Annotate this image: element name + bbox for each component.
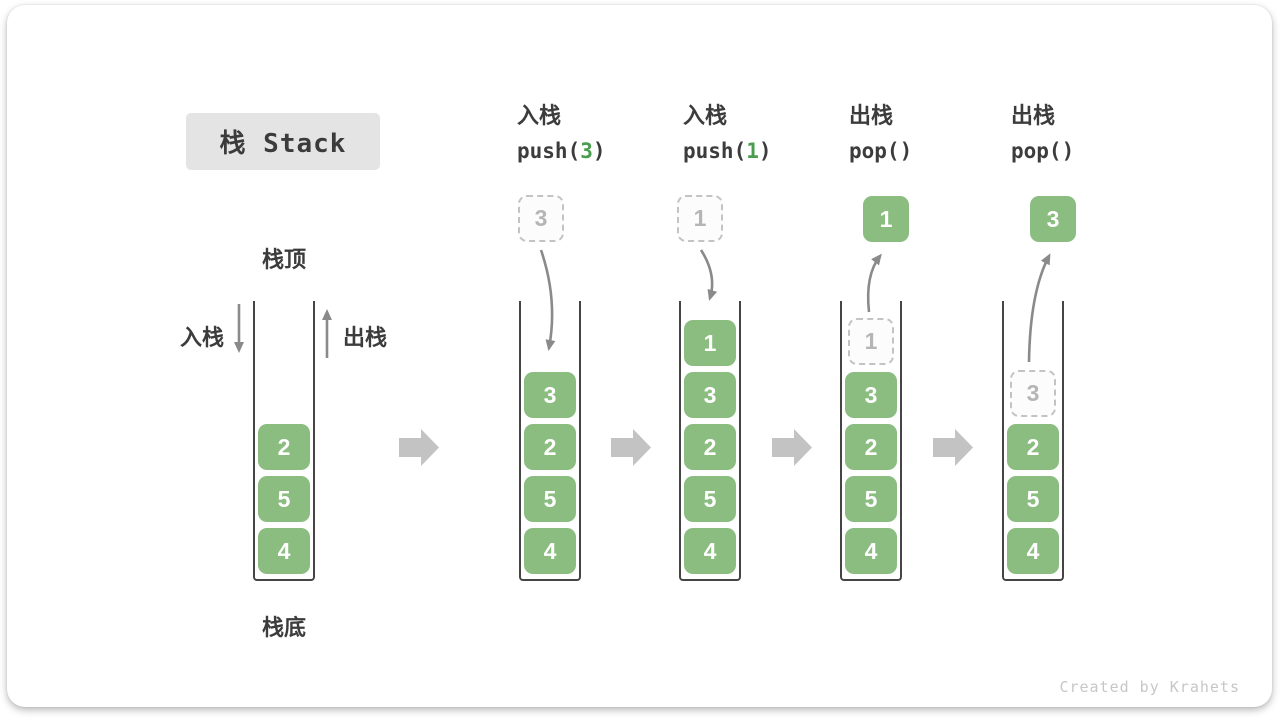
op-code-label: push(3)	[517, 139, 677, 163]
stack-cell: 1	[684, 320, 736, 366]
code-post: )	[592, 139, 606, 163]
op-cn-label: 出栈	[1011, 103, 1056, 128]
op-cn-label: 出栈	[849, 103, 894, 128]
stack-cell: 5	[258, 476, 310, 522]
op-label-pop-3: 出栈 pop()	[1011, 103, 1171, 163]
stack-container-pop-1	[840, 301, 902, 581]
stack-cell: 3	[845, 372, 897, 418]
step-arrow-icon	[611, 429, 651, 466]
stack-cell: 4	[845, 528, 897, 574]
op-code-label: push(1)	[683, 139, 843, 163]
pop-side-label: 出栈	[343, 325, 388, 350]
code-post: )	[899, 139, 913, 163]
watermark: Created by Krahets	[1059, 678, 1240, 696]
code-arg: 1	[746, 139, 759, 163]
stack-cell: 4	[684, 528, 736, 574]
op-label-push-3: 入栈 push(3)	[517, 103, 677, 163]
stack-container-after-push-3	[519, 301, 581, 581]
step-arrow-icon	[933, 429, 973, 466]
op-cn-label: 入栈	[517, 103, 562, 128]
stack-cell: 2	[1007, 424, 1059, 470]
code-post: )	[758, 139, 772, 163]
push-side-label: 入栈	[179, 325, 224, 350]
code-arg: 3	[580, 139, 593, 163]
step-arrow-icon	[399, 429, 439, 466]
stack-cell: 4	[258, 528, 310, 574]
code-post: )	[1061, 139, 1075, 163]
code-pre: pop(	[1011, 139, 1062, 163]
floating-value-pop-3: 3	[1030, 196, 1076, 242]
stack-cell: 5	[524, 476, 576, 522]
stack-cell: 4	[524, 528, 576, 574]
op-cn-label: 入栈	[683, 103, 728, 128]
stack-cell: 2	[258, 424, 310, 470]
stack-cell-removed: 3	[1010, 370, 1056, 417]
title-badge: 栈 Stack	[186, 113, 380, 170]
title-text: 栈 Stack	[219, 129, 347, 159]
floating-value-push-3: 3	[518, 195, 564, 242]
floating-value-pop-1: 1	[863, 196, 909, 242]
stack-cell: 5	[684, 476, 736, 522]
stack-cell: 2	[524, 424, 576, 470]
stack-top-label: 栈顶	[261, 247, 306, 272]
stack-container-initial	[253, 301, 315, 581]
stack-bottom-label: 栈底	[261, 615, 306, 640]
insert-arrow-icon	[699, 249, 718, 301]
code-pre: push(	[683, 139, 747, 163]
stack-cell: 2	[845, 424, 897, 470]
stack-cell: 5	[845, 476, 897, 522]
stack-container-after-push-1	[679, 301, 741, 581]
step-arrow-icon	[772, 429, 812, 466]
code-pre: pop(	[849, 139, 900, 163]
stack-cell-removed: 1	[848, 318, 894, 365]
stack-cell: 2	[684, 424, 736, 470]
floating-value-push-1: 1	[677, 195, 723, 242]
op-code-label: pop()	[1011, 139, 1171, 163]
stack-cell: 4	[1007, 528, 1059, 574]
stack-container-pop-3	[1002, 301, 1064, 581]
stack-cell: 3	[524, 372, 576, 418]
stack-cell: 3	[684, 372, 736, 418]
code-pre: push(	[517, 139, 581, 163]
stack-cell: 5	[1007, 476, 1059, 522]
op-label-push-1: 入栈 push(1)	[683, 103, 843, 163]
op-code-label: pop()	[849, 139, 1009, 163]
op-label-pop-1: 出栈 pop()	[849, 103, 1009, 163]
